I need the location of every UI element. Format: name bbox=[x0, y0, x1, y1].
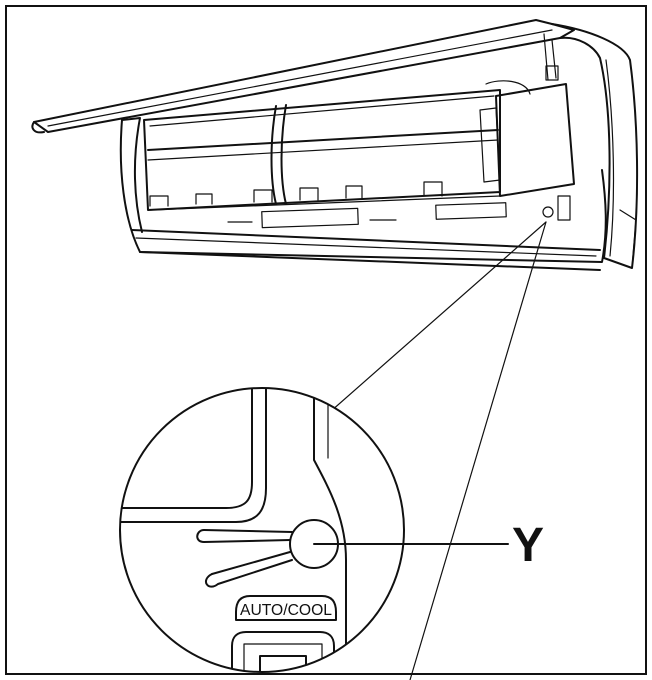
frame-corner bbox=[120, 388, 253, 509]
lower-slots bbox=[227, 202, 507, 229]
callout-y: Y bbox=[313, 519, 544, 572]
control-box bbox=[479, 33, 575, 197]
unit-body bbox=[119, 117, 607, 271]
air-filter-frame bbox=[143, 89, 501, 211]
magnifier-leaders bbox=[313, 221, 547, 680]
label-plate bbox=[235, 595, 337, 621]
auto-cool-label: AUTO/COOL bbox=[240, 602, 332, 619]
front-panel bbox=[31, 19, 575, 134]
button-location bbox=[542, 195, 571, 221]
callout-label: Y bbox=[512, 519, 544, 572]
slot-upper bbox=[196, 529, 291, 543]
magnifier-circle bbox=[119, 387, 405, 673]
clip-bracket bbox=[231, 631, 335, 672]
side-wall bbox=[313, 388, 347, 672]
side-cap bbox=[551, 23, 639, 269]
slot-lower bbox=[205, 559, 293, 588]
ac-indoor-unit bbox=[31, 19, 639, 271]
